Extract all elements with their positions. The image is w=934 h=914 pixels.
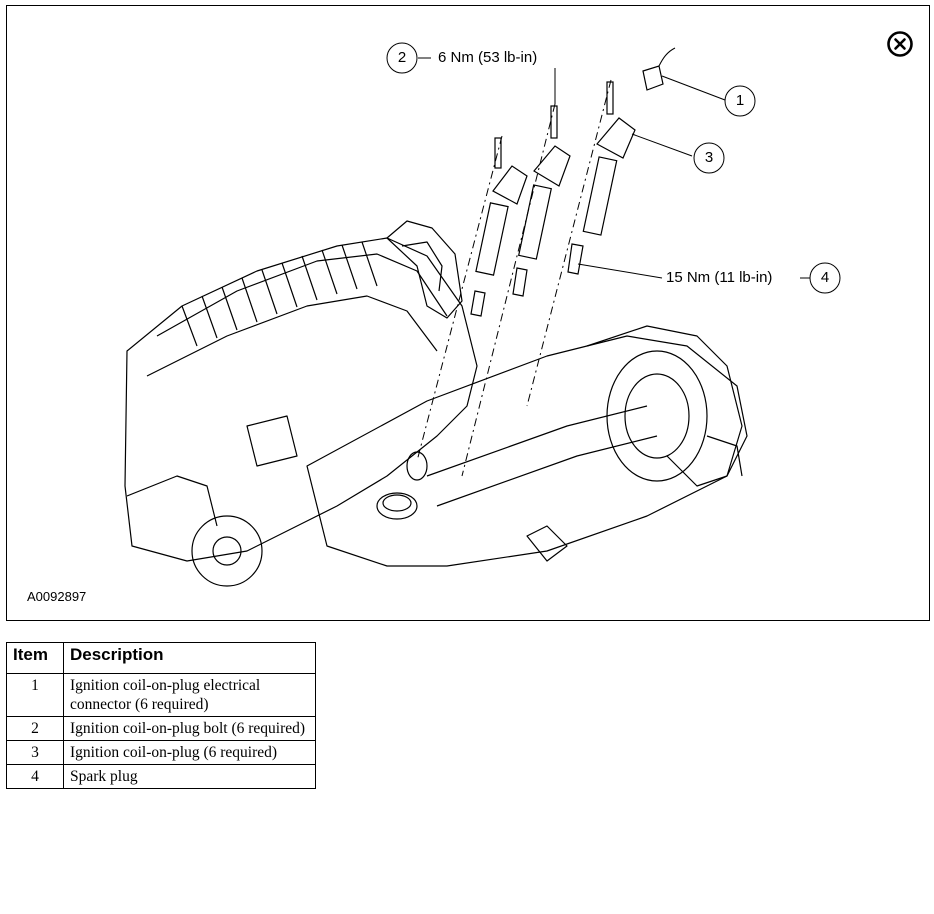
- callout-2-number: 2: [397, 49, 407, 66]
- figure-id: A0092897: [27, 589, 87, 604]
- callout-2-torque-label: 6 Nm (53 lb-in): [438, 49, 538, 66]
- throttle-body: [386, 220, 463, 319]
- callout-3-number: 3: [704, 149, 714, 166]
- crank-pulley: [191, 515, 263, 587]
- item-description-table: Item Description 1 Ignition coil-on-plug…: [6, 642, 316, 789]
- close-circle-icon: [887, 31, 913, 57]
- item-number: 1: [6, 673, 64, 717]
- table-header-row: Item Description: [6, 642, 316, 674]
- item-description: Spark plug: [63, 764, 316, 789]
- item-number: 4: [6, 764, 64, 789]
- item-description: Ignition coil-on-plug bolt (6 required): [63, 716, 316, 741]
- valve-cover: [306, 335, 748, 567]
- item-column-header: Item: [6, 642, 64, 674]
- table-row: 2 Ignition coil-on-plug bolt (6 required…: [6, 716, 316, 741]
- table-row: 4 Spark plug: [6, 764, 316, 789]
- callout-4-number: 4: [820, 269, 830, 286]
- table-row: 3 Ignition coil-on-plug (6 required): [6, 740, 316, 765]
- manifold-runners: [181, 241, 378, 347]
- close-button[interactable]: [885, 29, 915, 59]
- intake-manifold: [124, 237, 478, 562]
- item-description: Ignition coil-on-plug electrical connect…: [63, 673, 316, 717]
- callout-4-torque-label: 15 Nm (11 lb-in): [666, 269, 773, 286]
- front-cover: [586, 325, 743, 487]
- callout-1-number: 1: [735, 92, 745, 109]
- diagram-figure: 1 2 3 4 6 Nm (53 lb-in) 15 Nm (11 lb-in)…: [6, 5, 930, 621]
- engine-illustration: [124, 42, 841, 587]
- item-description: Ignition coil-on-plug (6 required): [63, 740, 316, 765]
- item-number: 3: [6, 740, 64, 765]
- item-number: 2: [6, 716, 64, 741]
- coil-assemblies: [470, 65, 664, 317]
- table-row: 1 Ignition coil-on-plug electrical conne…: [6, 673, 316, 717]
- description-column-header: Description: [63, 642, 316, 674]
- oil-filler-cap: [376, 492, 418, 520]
